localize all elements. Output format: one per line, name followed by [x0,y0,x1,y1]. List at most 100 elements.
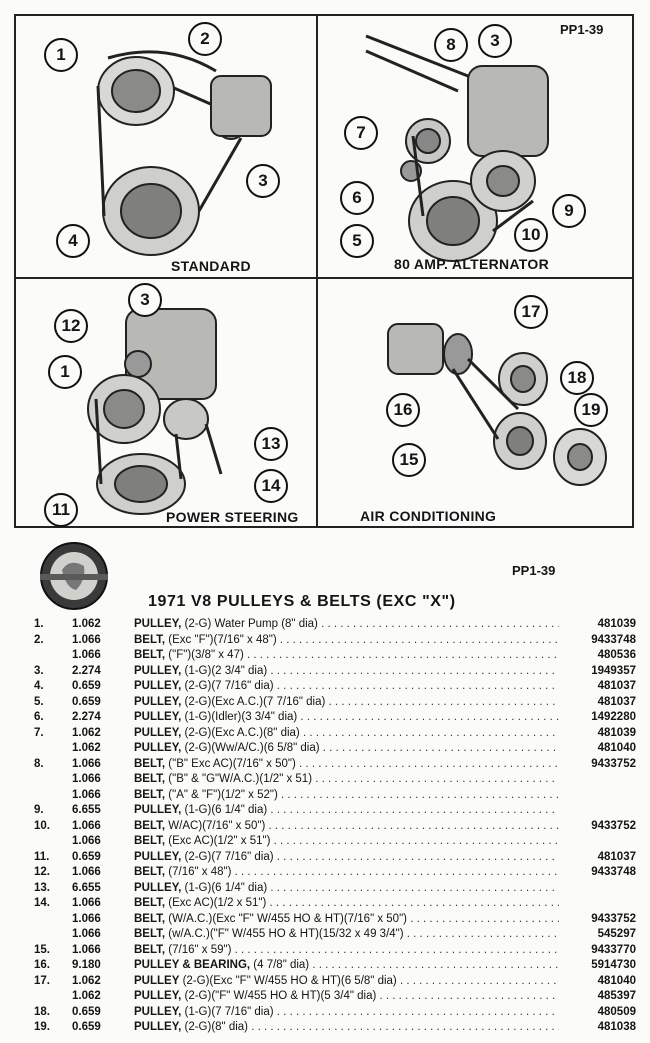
part-detail: (w/A.C.)("F" W/455 HO & HT)(15/32 x 49 3… [168,928,404,940]
part-detail: (1-G)(6 1/4" dia) [184,804,268,816]
dot-leader: . . . . . . . . . . . . . . . . . . . . … [315,773,559,785]
part-index: 14. [34,897,50,909]
part-quantity: 6.655 [72,881,101,894]
part-number: 481038 [597,1021,636,1033]
dot-leader: . . . . . . . . . . . . . . . . . . . . … [268,819,559,832]
dot-leader: . . . . . . . . . . . . . . . . . . . . … [312,959,559,971]
part-detail: (2-G)(Ww/A/C.)(6 5/8" dia) [184,742,320,754]
dot-leader: . . . . . . . . . . . . . . . . . . . . … [234,943,559,956]
part-quantity: 9.180 [72,959,101,971]
part-number: 481037 [597,695,636,708]
dot-leader: . . . . . . . . . . . . . . . . . . . . … [276,1005,559,1018]
part-quantity: 0.659 [72,850,101,863]
part-name: BELT, [134,773,166,785]
part-index: 9. [34,804,44,816]
part-detail: ("B" & "G"W/A.C.)(1/2" x 51) [168,773,313,785]
callout-11: 11 [44,493,78,527]
panel-divider-horizontal [14,277,634,279]
part-number: 481037 [597,850,636,863]
part-quantity: 1.066 [72,866,101,878]
part-detail: (1-G)(7 7/16" dia) [184,1005,274,1018]
page-title: 1971 V8 PULLEYS & BELTS (EXC "X") [148,593,456,610]
part-detail: (2-G)(8" dia) [184,1021,249,1033]
part-index: 3. [34,664,44,677]
part-row: 1.066 BELT, ("F")(3/8" x 47) . . . . . . … [28,648,638,664]
callout-16: 16 [386,393,420,427]
part-quantity: 1.062 [72,618,101,630]
part-detail: (2-G)(7 7/16" dia) [184,680,274,692]
part-name: PULLEY, [134,990,182,1002]
callout-4: 4 [56,224,90,258]
part-number: 481039 [597,618,636,630]
part-quantity: 1.066 [72,633,101,646]
panel-divider-vertical [316,14,318,528]
part-name: BELT, [134,912,166,925]
part-name: PULLEY, [134,742,182,754]
part-quantity: 1.066 [72,835,101,847]
part-name: PULLEY, [134,726,182,739]
dot-leader: . . . . . . . . . . . . . . . . . . . . … [269,897,559,909]
panel-caption-power-steering: POWER STEERING [166,509,299,525]
part-quantity: 6.655 [72,804,101,816]
part-description: BELT, (Exc AC)(1/2" x 51") . . . . . . .… [134,834,559,850]
part-name: PULLEY, [134,680,182,692]
part-detail: ("B" Exc AC)(7/16" x 50") [168,757,296,770]
callout-3: 3 [246,164,280,198]
callout-7: 7 [344,116,378,150]
part-quantity: 1.062 [72,990,101,1002]
part-description: PULLEY, (2-G)(Ww/A/C.)(6 5/8" dia) . . .… [134,741,559,757]
callout-10: 10 [514,218,548,252]
part-index: 5. [34,695,44,708]
part-number: 9433752 [591,757,636,770]
part-number: 5914730 [591,959,636,971]
part-name: BELT, [134,897,166,909]
part-index: 12. [34,866,50,878]
dot-leader: . . . . . . . . . . . . . . . . . . . . … [270,881,559,894]
callout-17: 17 [514,295,548,329]
part-description: BELT, (7/16" x 48") . . . . . . . . . . … [134,865,559,881]
dot-leader: . . . . . . . . . . . . . . . . . . . . … [379,990,560,1002]
part-quantity: 1.066 [72,788,101,801]
callout-1: 1 [44,38,78,72]
part-number: 481040 [597,974,636,987]
part-index: 7. [34,726,44,739]
part-detail: (2-G) Water Pump (8" dia) [184,618,318,630]
panel-power-steering: 3 12 1 13 14 11 POWER STEERING [16,279,316,527]
part-name: BELT, [134,649,166,661]
panel-caption-alternator: 80 AMP. ALTERNATOR [394,256,550,272]
part-description: BELT, (Exc AC)(1/2 x 51") . . . . . . . … [134,896,559,912]
dot-leader: . . . . . . . . . . . . . . . . . . . . … [276,680,559,692]
part-number: 9433770 [591,943,636,956]
callout-13: 13 [254,427,288,461]
part-description: PULLEY, (2-G)(Exc A.C.)(7 7/16" dia) . .… [134,695,559,711]
part-name: BELT, [134,866,166,878]
part-detail: (7/16" x 59") [168,943,232,956]
part-number: 9433748 [591,633,636,646]
dot-leader: . . . . . . . . . . . . . . . . . . . . … [406,928,559,940]
part-quantity: 1.066 [72,649,101,661]
dot-leader: . . . . . . . . . . . . . . . . . . . . … [328,695,559,708]
part-index: 17. [34,974,50,987]
dot-leader: . . . . . . . . . . . . . . . . . . . . … [251,1021,559,1033]
part-name: PULLEY, [134,804,182,816]
part-description: BELT, ("F")(3/8" x 47) . . . . . . . . .… [134,648,559,664]
part-name: BELT, [134,757,166,770]
callout-5: 5 [340,224,374,258]
callout-8: 8 [434,28,468,62]
callout-1b: 1 [48,355,82,389]
part-name: PULLEY, [134,618,182,630]
air-conditioning-drawing [387,323,607,486]
part-name: BELT, [134,788,166,801]
part-description: PULLEY, (2-G)(7 7/16" dia) . . . . . . .… [134,850,559,866]
